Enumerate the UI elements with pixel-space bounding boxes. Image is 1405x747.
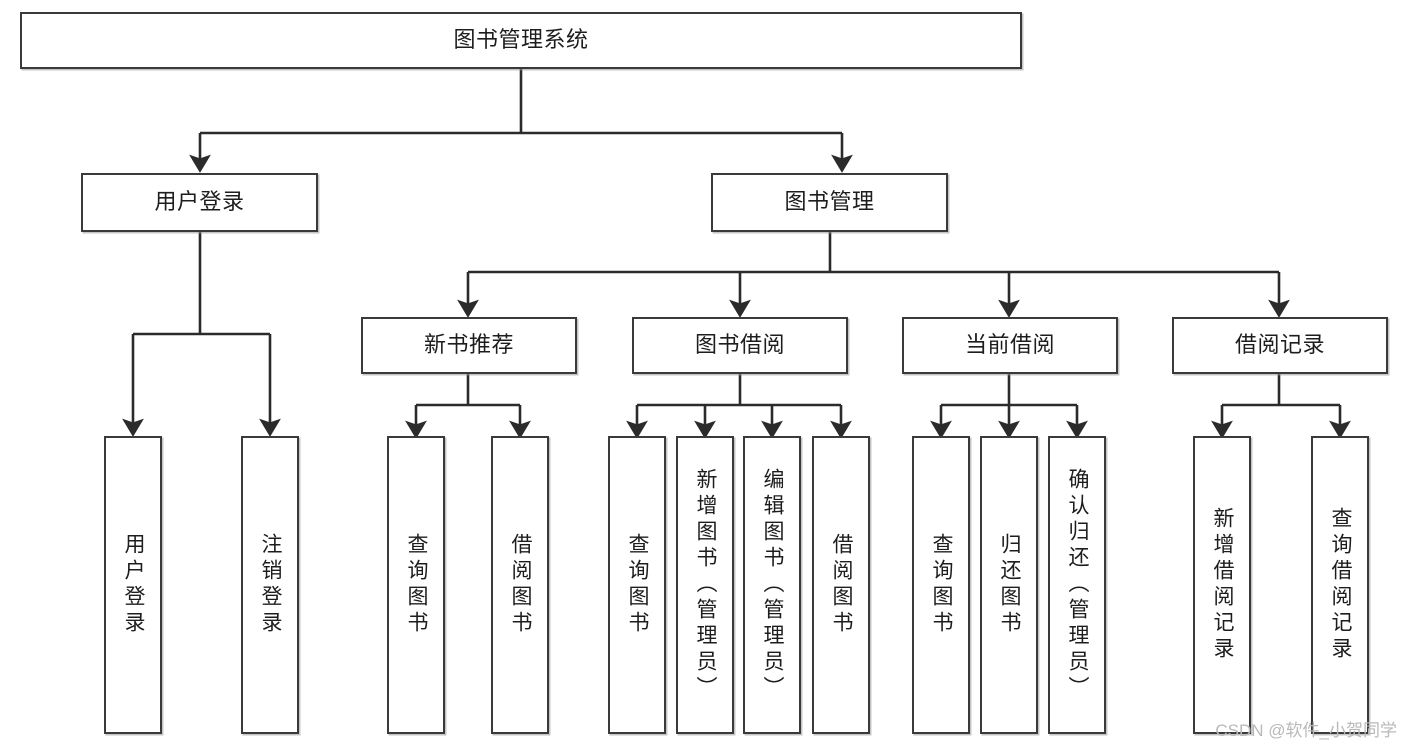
node-current-borrow[interactable]: 当前借阅 <box>902 317 1118 374</box>
node-leaf-edit-book[interactable]: 编辑图书（管理员） <box>743 436 801 734</box>
node-leaf-query-record[interactable]: 查询借阅记录 <box>1311 436 1369 734</box>
node-leaf-user-login[interactable]: 用户登录 <box>104 436 162 734</box>
node-leaf-borrow-book-2[interactable]: 借阅图书 <box>812 436 870 734</box>
node-leaf-add-book-label: 新增图书（管理员） <box>694 468 718 702</box>
node-leaf-return-book-label: 归还图书 <box>998 533 1022 637</box>
node-borrow-record-label: 借阅记录 <box>1234 332 1325 358</box>
node-new-book-rec[interactable]: 新书推荐 <box>361 317 577 374</box>
node-leaf-user-logout[interactable]: 注销登录 <box>241 436 299 734</box>
csdn-watermark: CSDN @软件_小贺同学 <box>1215 721 1397 740</box>
node-leaf-query-book-2-label: 查询图书 <box>626 533 650 637</box>
node-leaf-borrow-book-2-label: 借阅图书 <box>830 533 854 637</box>
node-book-borrow[interactable]: 图书借阅 <box>632 317 848 374</box>
node-leaf-query-book-3[interactable]: 查询图书 <box>912 436 970 734</box>
node-book-borrow-label: 图书借阅 <box>694 332 785 358</box>
node-leaf-query-book-3-label: 查询图书 <box>930 533 954 637</box>
node-root-label: 图书管理系统 <box>453 27 589 53</box>
node-leaf-confirm-return-label: 确认归还（管理员） <box>1066 468 1090 702</box>
node-book-manage[interactable]: 图书管理 <box>711 173 948 232</box>
node-leaf-borrow-book-1-label: 借阅图书 <box>509 533 533 637</box>
node-leaf-query-book-2[interactable]: 查询图书 <box>608 436 666 734</box>
node-leaf-add-record[interactable]: 新增借阅记录 <box>1193 436 1251 734</box>
node-leaf-user-logout-label: 注销登录 <box>259 533 283 637</box>
node-leaf-query-record-label: 查询借阅记录 <box>1329 507 1353 663</box>
node-leaf-add-record-label: 新增借阅记录 <box>1211 507 1235 663</box>
node-current-borrow-label: 当前借阅 <box>964 332 1055 358</box>
node-leaf-confirm-return[interactable]: 确认归还（管理员） <box>1048 436 1106 734</box>
node-leaf-user-login-label: 用户登录 <box>122 533 146 637</box>
node-user-login-label: 用户登录 <box>154 189 245 215</box>
node-borrow-record[interactable]: 借阅记录 <box>1172 317 1388 374</box>
node-leaf-query-book-1[interactable]: 查询图书 <box>387 436 445 734</box>
node-leaf-query-book-1-label: 查询图书 <box>405 533 429 637</box>
node-root[interactable]: 图书管理系统 <box>20 12 1022 69</box>
node-user-login[interactable]: 用户登录 <box>81 173 318 232</box>
node-new-book-rec-label: 新书推荐 <box>423 332 514 358</box>
node-leaf-borrow-book-1[interactable]: 借阅图书 <box>491 436 549 734</box>
node-leaf-add-book[interactable]: 新增图书（管理员） <box>676 436 734 734</box>
node-book-manage-label: 图书管理 <box>784 189 875 215</box>
node-leaf-return-book[interactable]: 归还图书 <box>980 436 1038 734</box>
node-leaf-edit-book-label: 编辑图书（管理员） <box>761 468 785 702</box>
